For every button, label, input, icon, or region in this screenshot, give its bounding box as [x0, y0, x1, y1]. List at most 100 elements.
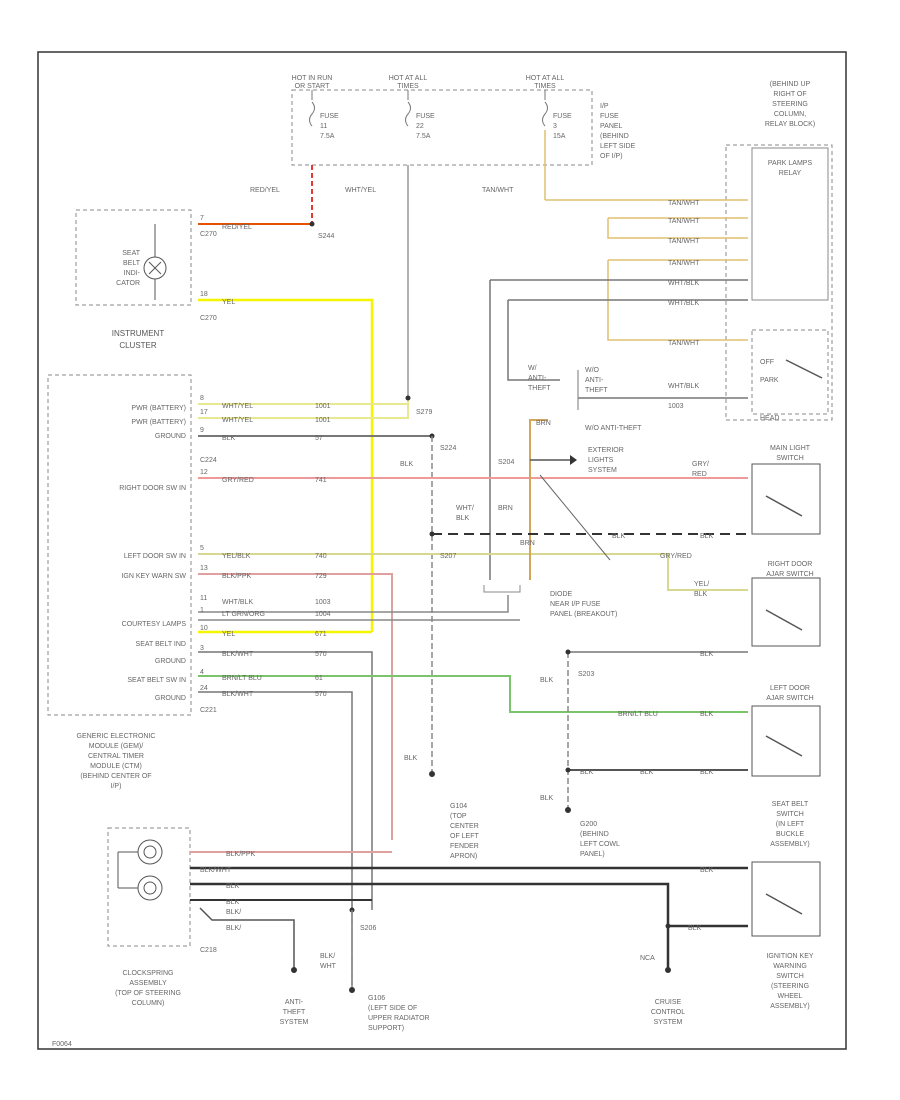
right-door-switch-contact-icon — [765, 609, 803, 631]
red-yel-cluster-label: RED/YEL — [222, 224, 252, 231]
park-lamps-relay-box — [751, 147, 829, 301]
clockspring-label-1: CLOCKSPRING — [123, 970, 174, 977]
anti-theft-label-1: ANTI- — [285, 999, 304, 1006]
clockspring-assembly: CLOCKSPRING ASSEMBLY (TOP OF STEERING CO… — [107, 827, 217, 1007]
relay-box-label-3: STEERING — [772, 101, 808, 108]
row-circuit-2: 1001 — [315, 417, 331, 424]
connector-c270-a: C270 — [200, 231, 217, 238]
fuse-11-label: FUSE — [320, 113, 339, 120]
seat-belt-switch-label-5: ASSEMBLY) — [770, 841, 810, 848]
red-label-right: GRY/RED — [660, 553, 692, 560]
ground-g200-icon — [565, 807, 571, 813]
left-door-switch-label-2: AJAR SWITCH — [766, 695, 813, 702]
anti-theft-label-3: SYSTEM — [280, 1019, 309, 1026]
connector-c221: C221 — [200, 707, 217, 714]
anti-theft-label-2: THEFT — [283, 1009, 306, 1016]
yel-blk-label-2: BLK — [694, 591, 708, 598]
fuse-panel-label-3: PANEL — [600, 123, 623, 130]
blk-wht-label-b: BLK/ — [226, 925, 241, 932]
row-wire-10: BLK/WHT — [222, 651, 254, 658]
clockspring-wire-c: BLK — [226, 899, 240, 906]
g200-label-3: LEFT COWL — [580, 841, 620, 848]
tan-wht-label-2: TAN/WHT — [668, 218, 700, 225]
g104-label-3: CENTER — [450, 823, 479, 830]
diode-label-1: DIODE — [550, 591, 573, 598]
blk-label-4: BLK — [700, 651, 714, 658]
row-pin-1: 8 — [200, 395, 204, 402]
splice-s203: S203 — [578, 671, 594, 678]
clockspring-label-4: COLUMN) — [132, 1000, 165, 1007]
blk-wht-label-g106-2: WHT — [320, 963, 337, 970]
row-pin-10: 3 — [200, 645, 204, 652]
main-light-switch-label-2: SWITCH — [776, 455, 804, 462]
blk-label-9: BLK — [700, 769, 714, 776]
tan-wht-label-5: TAN/WHT — [668, 340, 700, 347]
fuse-22-label: FUSE — [416, 113, 435, 120]
right-door-switch-label-2: AJAR SWITCH — [766, 571, 813, 578]
relay-box-label-4: COLUMN, — [774, 111, 806, 118]
g104-label-1: G104 — [450, 803, 467, 810]
anti-theft-arrow-icon — [291, 967, 297, 973]
g106-label: G106 (LEFT SIDE OF UPPER RADIATOR SUPPOR… — [368, 995, 430, 1032]
w-anti-theft-3: THEFT — [528, 385, 551, 392]
fuse-22-number: 22 — [416, 123, 424, 130]
fuse-panel-label-4: (BEHIND — [600, 133, 629, 140]
switch-off-label: OFF — [760, 359, 774, 366]
wo-anti-theft-3: THEFT — [585, 387, 608, 394]
main-light-switch: MAIN LIGHT SWITCH — [751, 445, 821, 535]
park-lamps-relay-label-2: RELAY — [779, 170, 802, 177]
seat-belt-switch: SEAT BELT SWITCH (IN LEFT BUCKLE ASSEMBL… — [751, 801, 821, 937]
g104-label-5: FENDER — [450, 843, 479, 850]
gem-ground-3: GROUND — [155, 695, 186, 702]
seat-belt-ind-label-3: INDI- — [124, 270, 141, 277]
fuse-panel-label-5: LEFT SIDE — [600, 143, 636, 150]
seat-belt-switch-label-3: (IN LEFT — [776, 821, 805, 828]
blk-label-2: BLK — [612, 533, 626, 540]
splice-s206: S206 — [360, 925, 376, 932]
brn-label-2: BRN — [520, 540, 535, 547]
g104-label-2: (TOP — [450, 813, 467, 820]
brn-label: BRN — [536, 420, 551, 427]
wire-brn — [529, 419, 548, 460]
hot-at-all-label-1: HOT AT ALL — [389, 75, 428, 82]
brn-label-3: BRN — [498, 505, 513, 512]
row-wire-6: BLK/PPK — [222, 573, 252, 580]
row-circuit-9: 671 — [315, 631, 327, 638]
row-wire-1: WHT/YEL — [222, 403, 253, 410]
blk-wht-label-a: BLK/ — [226, 909, 241, 916]
row-circuit-5: 740 — [315, 553, 327, 560]
wire-gem-ground-3 — [198, 691, 353, 985]
row-pin-5: 5 — [200, 545, 204, 552]
w-anti-theft-2: ANTI- — [528, 375, 547, 382]
splice-s207: S207 — [440, 553, 456, 560]
gem-ign-key-warn: IGN KEY WARN SW — [121, 573, 186, 580]
fuse-panel-label: I/P FUSE PANEL (BEHIND LEFT SIDE OF I/P) — [600, 103, 636, 160]
figure-code: F0064 — [52, 1041, 72, 1048]
wire-red-yel-label: RED/YEL — [250, 187, 280, 194]
wire-ign-key — [198, 573, 393, 840]
row-pin-2: 17 — [200, 409, 208, 416]
exterior-lights-label-2: LIGHTS — [588, 457, 614, 464]
splice-s224: S224 — [440, 445, 456, 452]
wht-blk-label-1: WHT/BLK — [668, 280, 699, 287]
clockspring-label-2: ASSEMBLY — [129, 980, 167, 987]
g106-label-1: G106 — [368, 995, 385, 1002]
blk-label-13: BLK — [688, 925, 702, 932]
tan-wht-label-4: TAN/WHT — [668, 260, 700, 267]
cruise-label-1: CRUISE — [655, 999, 682, 1006]
gem-ground-2: GROUND — [155, 658, 186, 665]
fuse-3-rating: 15A — [553, 133, 566, 140]
connector-c224: C224 — [200, 457, 217, 464]
gry-red-label-1: GRY/ — [692, 461, 709, 468]
wire-anti-theft — [199, 907, 295, 968]
park-lamps-relay-label-1: PARK LAMPS — [768, 160, 813, 167]
cruise-arrow-icon — [665, 967, 671, 973]
wo-anti-theft-2: ANTI- — [585, 377, 604, 384]
gem-seat-belt-sw: SEAT BELT SW IN — [127, 677, 186, 684]
g106-label-3: UPPER RADIATOR — [368, 1015, 430, 1022]
row-circuit-12: 570 — [315, 691, 327, 698]
ign-key-label-2: WARNING — [773, 963, 807, 970]
row-pin-11: 4 — [200, 669, 204, 676]
fuse-3-number: 3 — [553, 123, 557, 130]
diode-box: DIODE NEAR I/P FUSE PANEL (BREAKOUT) — [483, 474, 617, 618]
